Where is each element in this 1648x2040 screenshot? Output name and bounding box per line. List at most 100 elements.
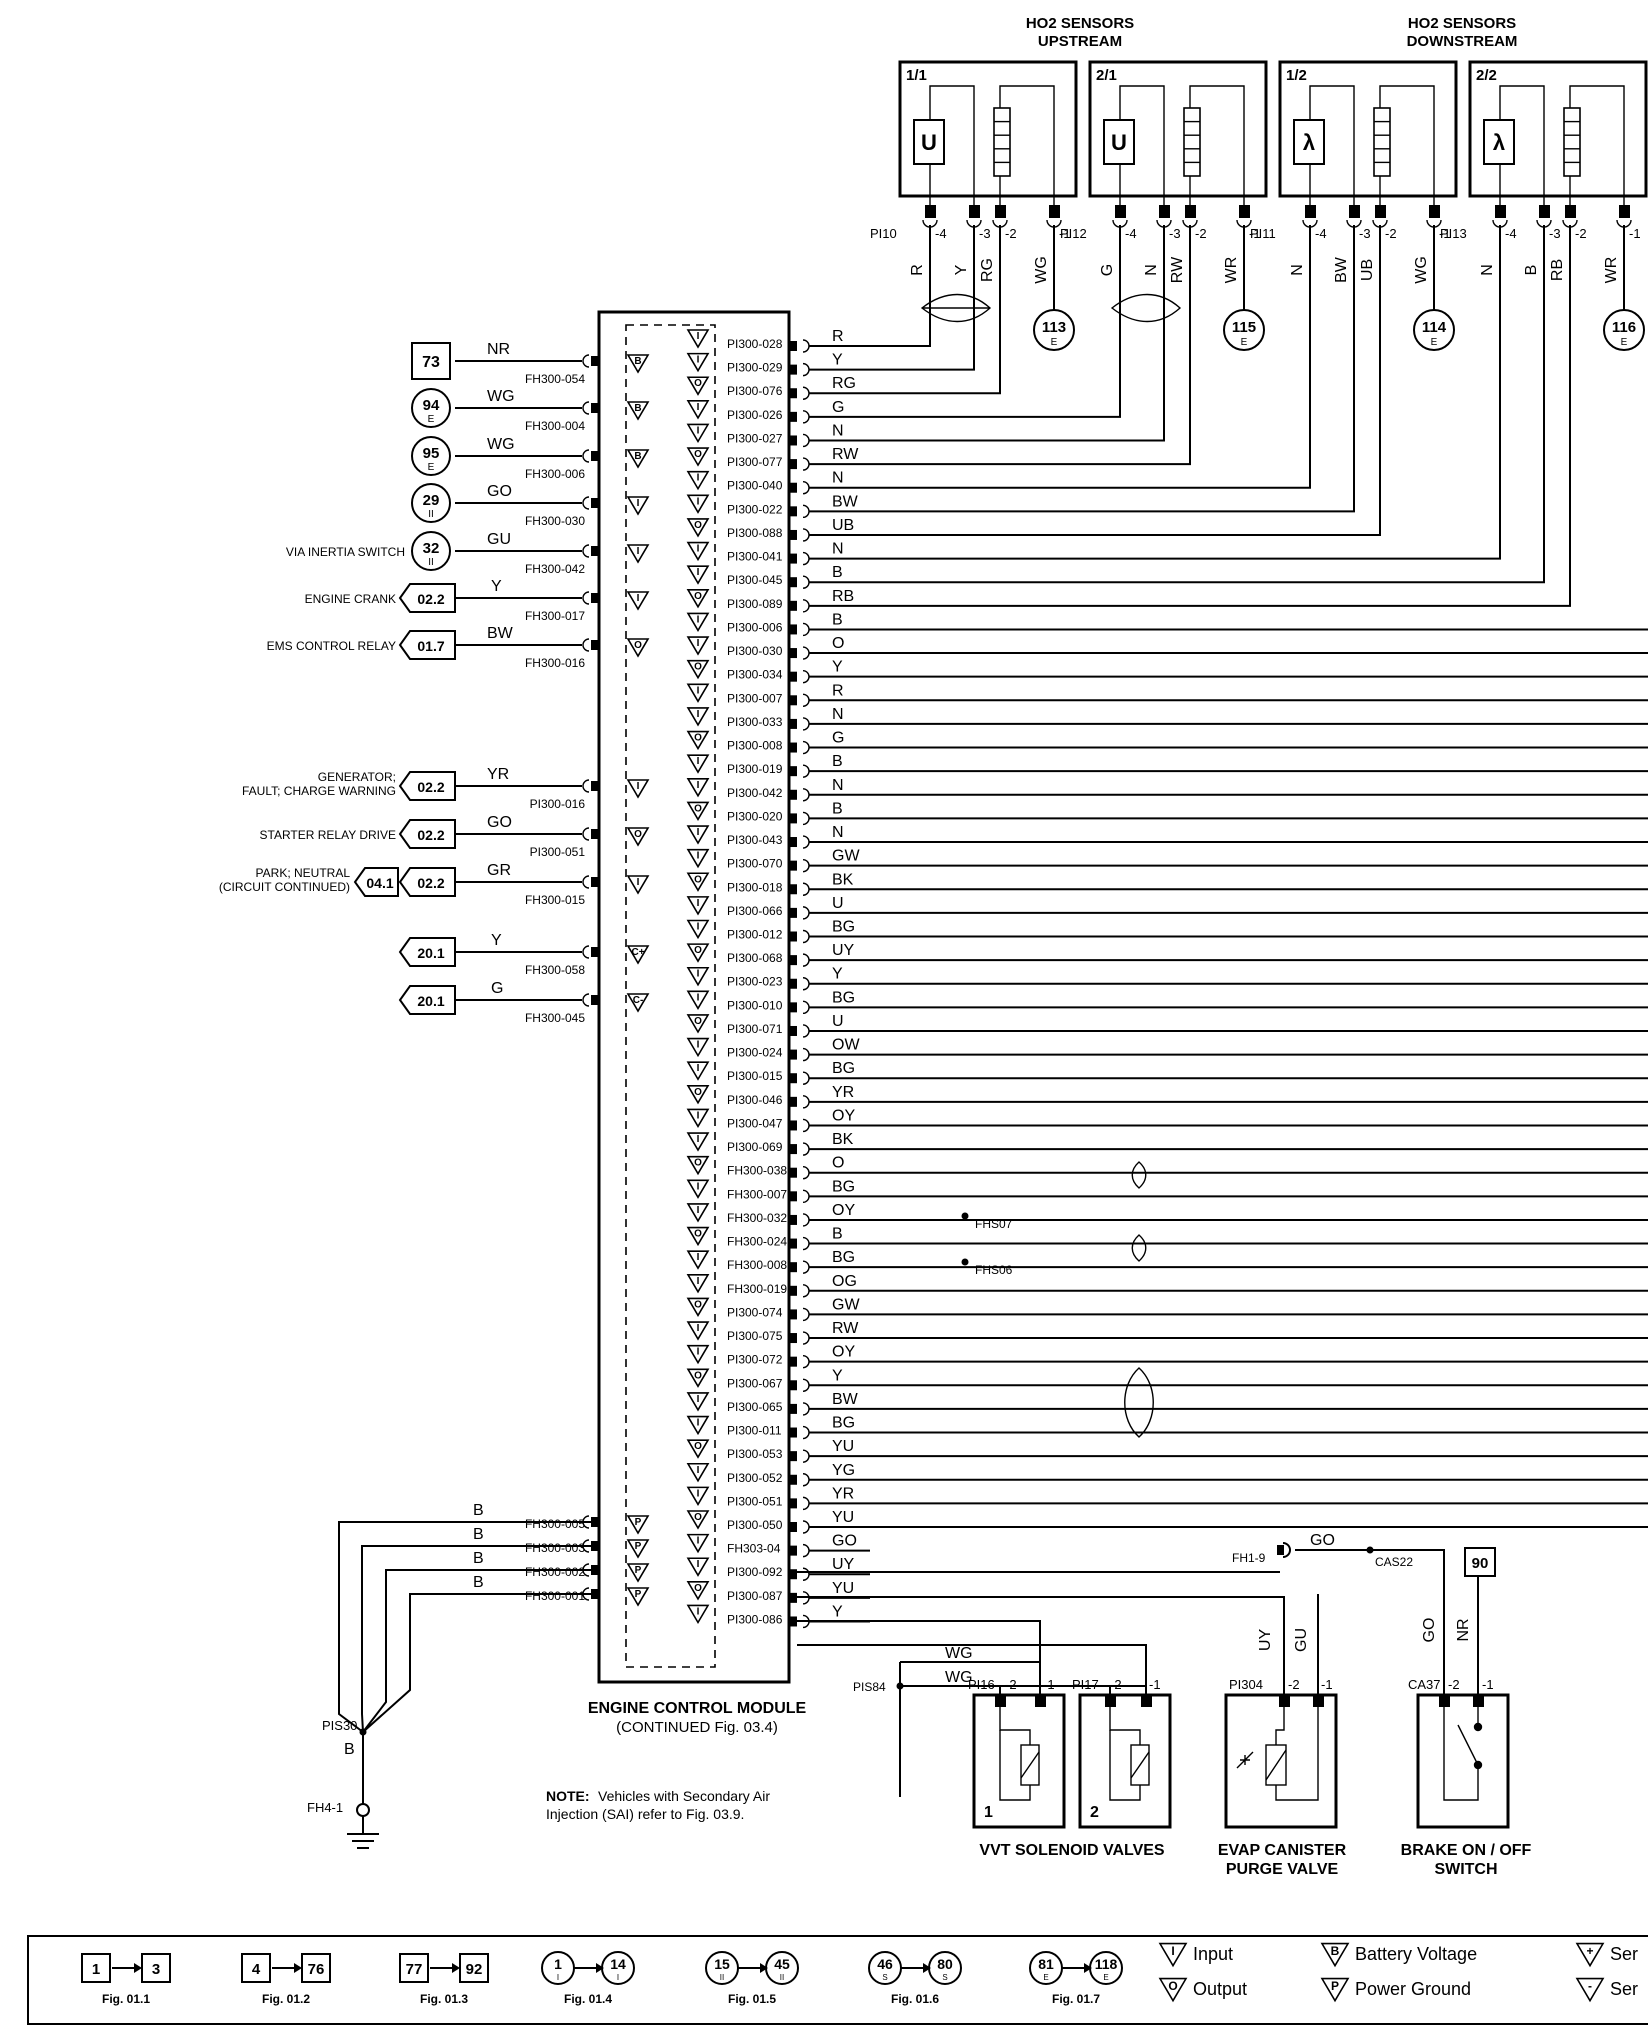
right-wire-label: OY bbox=[832, 1107, 855, 1124]
legend-sub: II bbox=[780, 1973, 784, 1982]
ground-ref-circle bbox=[1033, 309, 1075, 351]
legend-symbol-icon bbox=[1320, 1942, 1350, 1968]
input-label: ENGINE CRANK bbox=[305, 592, 396, 606]
pin-io-symbol-glyph: I bbox=[697, 685, 700, 696]
pin-io-symbol bbox=[686, 825, 710, 845]
right-wire-label: N bbox=[832, 706, 844, 723]
ho2-wire-label: WR bbox=[1603, 257, 1620, 284]
right-wire-label: Y bbox=[832, 966, 843, 983]
right-wire-label: YU bbox=[832, 1580, 854, 1597]
ecm-pin bbox=[789, 1025, 797, 1036]
ecm-pin bbox=[789, 1262, 797, 1273]
left-pin-socket bbox=[582, 544, 590, 558]
left-io-symbol-glyph: I bbox=[637, 781, 640, 792]
pin-io-symbol-glyph: I bbox=[697, 496, 700, 507]
legend-num: 3 bbox=[152, 1961, 160, 1978]
ho2-sensor-id: 1/2 bbox=[1286, 67, 1307, 84]
right-wire-label: GO bbox=[832, 1533, 857, 1550]
ground-ref-sub: E bbox=[1051, 337, 1058, 348]
ecm-pin-label: FH300-008 bbox=[727, 1258, 787, 1272]
legend-sub: E bbox=[1043, 1973, 1048, 1982]
brake-ref-num: 90 bbox=[1472, 1555, 1489, 1572]
pin-io-symbol-glyph: I bbox=[697, 544, 700, 555]
pin-io-symbol bbox=[686, 990, 710, 1010]
pin-io-symbol bbox=[686, 541, 710, 562]
pin-io-symbol bbox=[686, 730, 710, 751]
ecm-pin bbox=[789, 624, 797, 635]
pin-io-symbol bbox=[686, 423, 710, 444]
ecm-pin-socket bbox=[802, 1354, 810, 1369]
evap-pin-label: -1 bbox=[1321, 1677, 1333, 1692]
pin-io-symbol-glyph: O bbox=[694, 1512, 702, 1523]
ground-pin-socket bbox=[582, 1587, 590, 1601]
pin-io-symbol-glyph: I bbox=[697, 425, 700, 436]
vvt-pin bbox=[1141, 1695, 1152, 1707]
pin-io-symbol-glyph: O bbox=[694, 378, 702, 389]
left-pin-label: FH300-054 bbox=[525, 372, 585, 386]
left-io-symbol bbox=[626, 591, 650, 611]
right-wire-label: OG bbox=[832, 1273, 857, 1290]
brake-title2: SWITCH bbox=[1434, 1861, 1497, 1878]
pin-io-symbol-glyph: I bbox=[697, 1205, 700, 1216]
ho2-connector-label: PI12 bbox=[1060, 226, 1087, 241]
right-wire-label: B bbox=[832, 1226, 843, 1243]
legend-symbol-icon-glyph: B bbox=[1331, 1944, 1340, 1958]
legend-arrow-head-icon bbox=[1084, 1963, 1092, 1973]
left-pin bbox=[591, 829, 599, 839]
ecm-pin-socket bbox=[802, 646, 810, 660]
right-wire bbox=[809, 225, 1501, 560]
heater-icon bbox=[1563, 107, 1581, 177]
vvt-solenoid-1-icon bbox=[999, 1700, 1040, 1801]
legend-num: 80 bbox=[937, 1956, 953, 1972]
ecm-pin bbox=[789, 411, 797, 422]
brake-pin-label: -2 bbox=[1448, 1677, 1460, 1692]
pin-io-symbol-glyph: I bbox=[697, 1276, 700, 1287]
input-label: (CIRCUIT CONTINUED) bbox=[219, 880, 350, 894]
ref-circle bbox=[411, 436, 451, 476]
pin-io-symbol bbox=[686, 848, 710, 869]
ho2-pin bbox=[1239, 205, 1250, 218]
ecm-pin-label: PI300-043 bbox=[727, 833, 783, 847]
fhs06-label: FHS06 bbox=[975, 1263, 1013, 1277]
ecm-pin-label: PI300-012 bbox=[727, 928, 783, 942]
vvt-pin-label: -2 bbox=[1110, 1677, 1122, 1692]
ecm-pin bbox=[789, 1285, 797, 1296]
pin-io-symbol bbox=[686, 707, 710, 727]
fhs07-splice bbox=[961, 1212, 969, 1220]
ecm-pin bbox=[789, 1096, 797, 1107]
ho2-internal-wire bbox=[1189, 85, 1245, 205]
ecm-pin-label: PI300-029 bbox=[727, 361, 783, 375]
pin-io-symbol bbox=[686, 919, 710, 940]
ho2-pin-label: -3 bbox=[1359, 226, 1371, 241]
right-wire-label: BG bbox=[832, 989, 855, 1006]
legend-symbol-label: Output bbox=[1193, 1979, 1247, 1999]
ecm-pin-socket bbox=[802, 1378, 810, 1392]
pin-io-symbol bbox=[686, 1250, 710, 1270]
ho2-pin-label: -2 bbox=[1005, 226, 1017, 241]
ref-arrow bbox=[398, 583, 456, 613]
heater-icon bbox=[1373, 107, 1391, 177]
left-wire-label: WG bbox=[487, 388, 515, 405]
ecm-pin-socket bbox=[802, 1567, 810, 1581]
pin-io-symbol bbox=[686, 1108, 710, 1129]
fh1-9-pin bbox=[1277, 1545, 1284, 1555]
pin-io-symbol-glyph: I bbox=[697, 614, 700, 625]
vvt-pin bbox=[1035, 1695, 1046, 1707]
legend-arrow-head-icon bbox=[294, 1963, 302, 1973]
right-wire-label: BW bbox=[832, 1391, 859, 1408]
vvt-wire-label: WG bbox=[945, 1669, 973, 1686]
fh4-1-connector bbox=[356, 1803, 370, 1817]
ho2-wire-label: RG bbox=[979, 258, 996, 282]
ecm-pin bbox=[789, 671, 797, 682]
pin-io-symbol-glyph: I bbox=[697, 1134, 700, 1145]
legend-box bbox=[81, 1953, 111, 1983]
left-pin-label: FH300-016 bbox=[525, 656, 585, 670]
ecm-pin bbox=[789, 459, 797, 470]
ho2-internal-wire bbox=[1569, 85, 1625, 205]
vvt-pin bbox=[1105, 1695, 1116, 1707]
ecm-pin-label: PI300-076 bbox=[727, 384, 783, 398]
left-pin-socket bbox=[582, 875, 590, 889]
right-wire bbox=[809, 225, 975, 371]
pin-io-symbol-glyph: I bbox=[697, 780, 700, 791]
input-label: VIA INERTIA SWITCH bbox=[286, 545, 405, 559]
